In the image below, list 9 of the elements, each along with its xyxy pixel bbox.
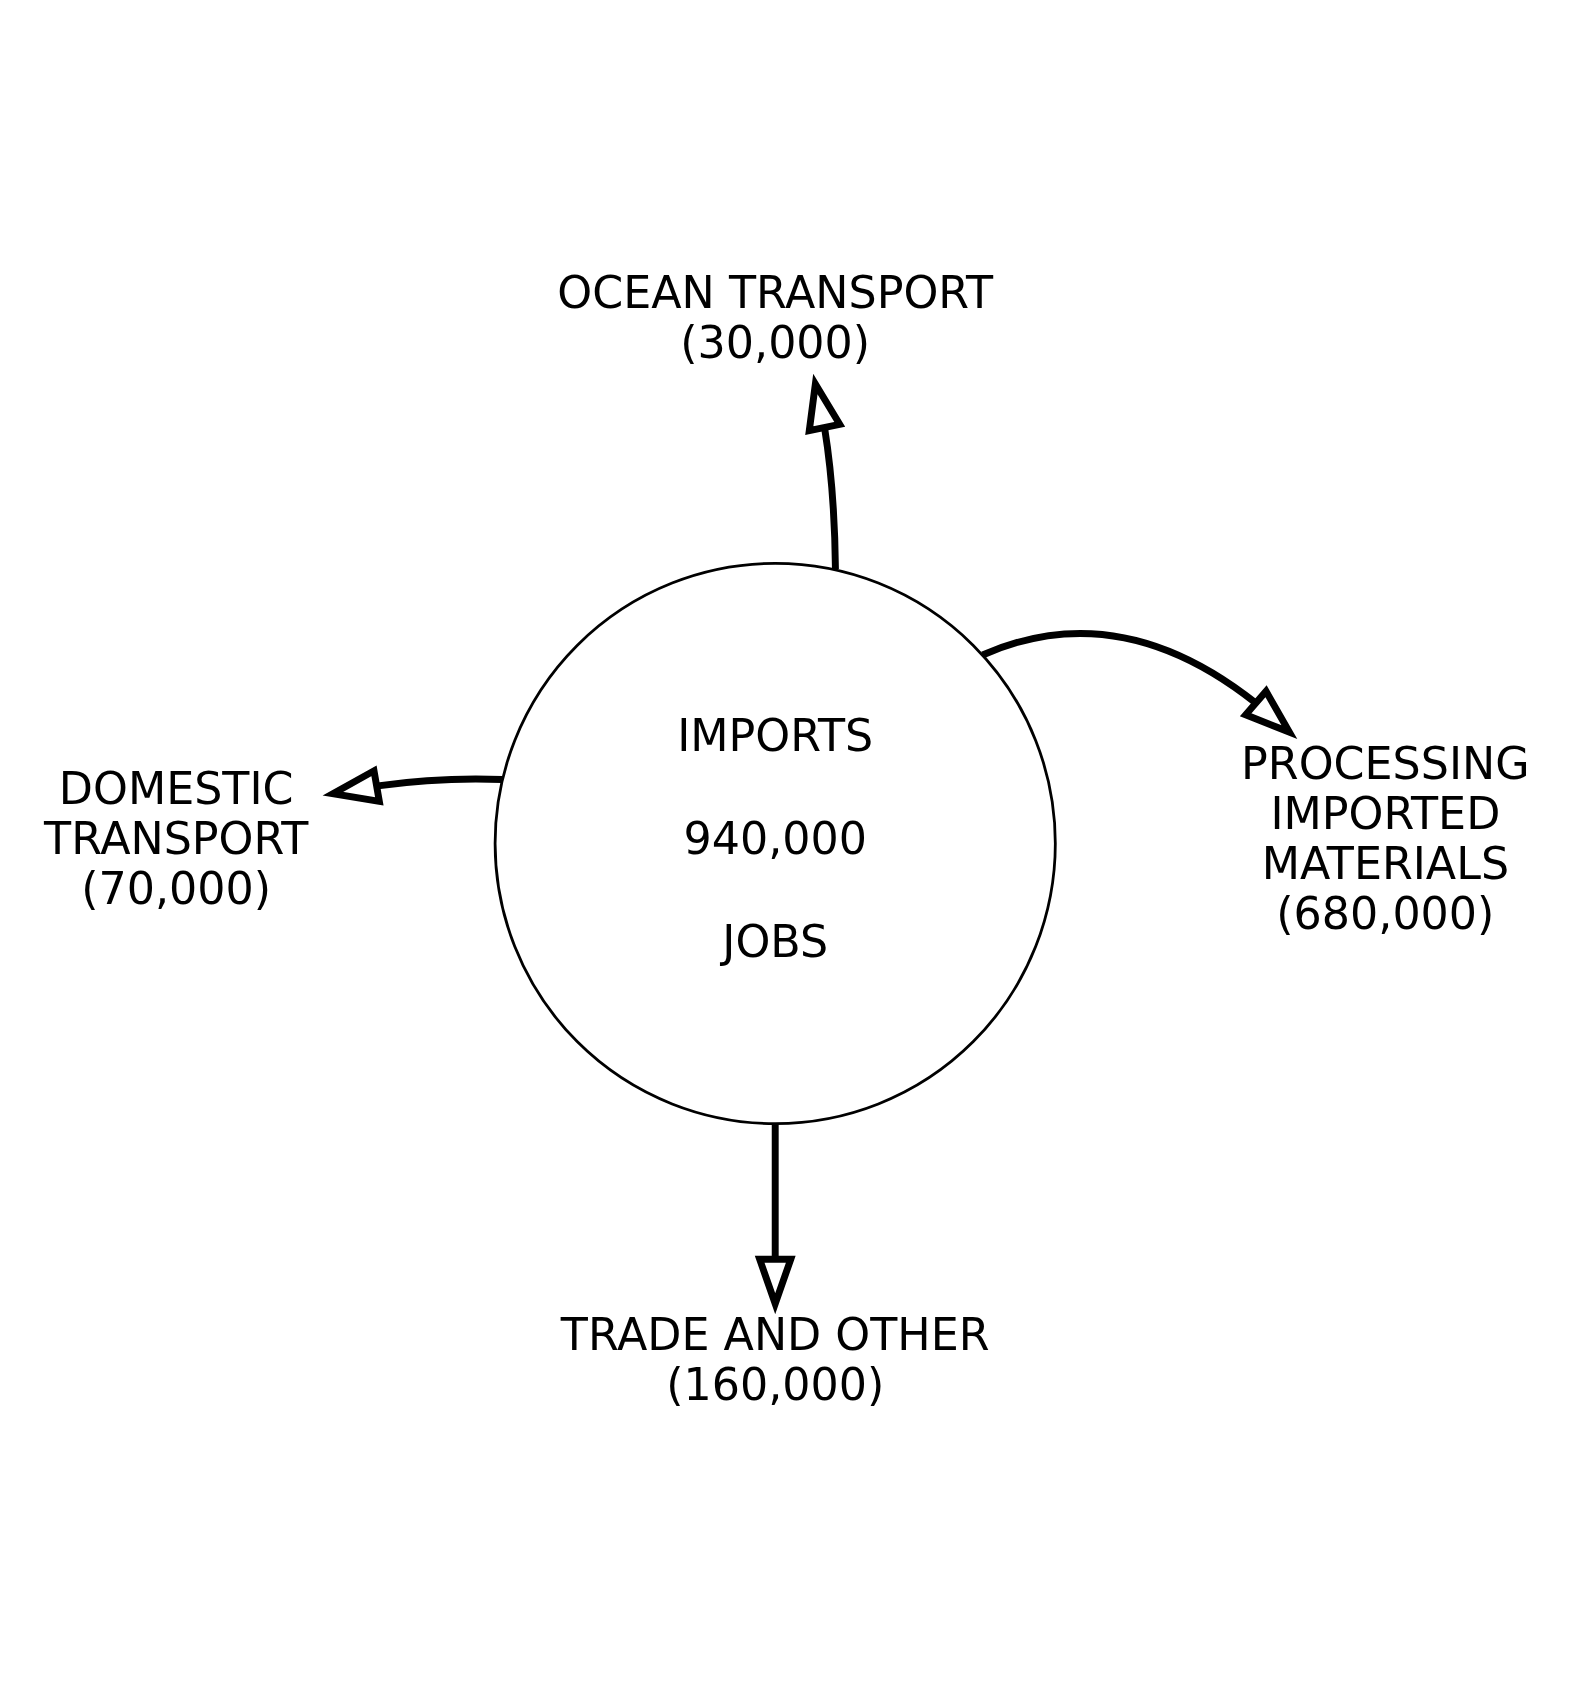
node-text: TRADE AND OTHER (160,000)	[560, 1309, 990, 1411]
node-text: DOMESTIC TRANSPORT (70,000)	[44, 763, 309, 914]
arrow	[754, 1123, 796, 1315]
arrow	[805, 373, 846, 570]
node-text: OCEAN TRANSPORT (30,000)	[557, 266, 994, 368]
arrow	[981, 630, 1298, 739]
arrow	[322, 765, 503, 806]
node-text: PROCESSING IMPORTED MATERIALS (680,000)	[1241, 738, 1530, 939]
node-circle: IMPORTS 940,000 JOBS	[493, 562, 1057, 1125]
